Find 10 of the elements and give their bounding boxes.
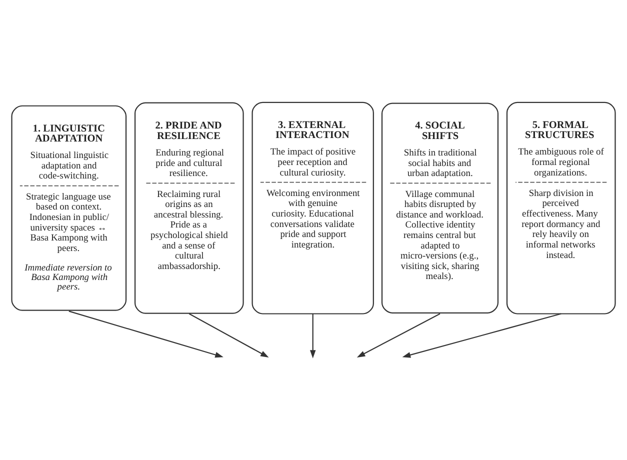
arrow: [188, 313, 269, 358]
node-box: 3. EXTERNAL INTERACTION The impact of positive peer reception and cultural curiosity. Welcoming environment with genuine curiosity. Educational conversations validate pride and support integration.: [252, 102, 374, 314]
arrow: [310, 314, 316, 358]
node-box: 5. FORMAL STRUCTURES The ambiguous role of formal regional organizations. Sharp division in perceived effectiveness. Many report dormancy and rely heavily on informal networks instead.: [506, 102, 616, 314]
node-box: 2. PRIDE AND RESILIENCE Enduring regional pride and cultural resilience. Reclaiming rural origins as an ancestral blessing. Pride as a psychological shield and a sense of cultural ambassadorship.: [134, 102, 244, 314]
arrow: [68, 310, 224, 358]
node-box: 4. SOCIAL SHIFTS Shifts in traditional social habits and urban adaptation. Village communal habits disrupted by distance and workload. Collective identity remains central but adapted to micro-versions (e.g., visiting sick, sharing meals).: [381, 102, 499, 314]
arrow: [356, 313, 440, 358]
arrow: [402, 313, 562, 358]
node-box: 1. LINGUISTIC ADAPTATION Situational linguistic adaptation and code-switching. Strategic language use based on context. Indonesian in public/ university spaces ↔ Basa Kampong with peers. Immediate reversion to Basa Kampong with peers.: [11, 105, 127, 311]
